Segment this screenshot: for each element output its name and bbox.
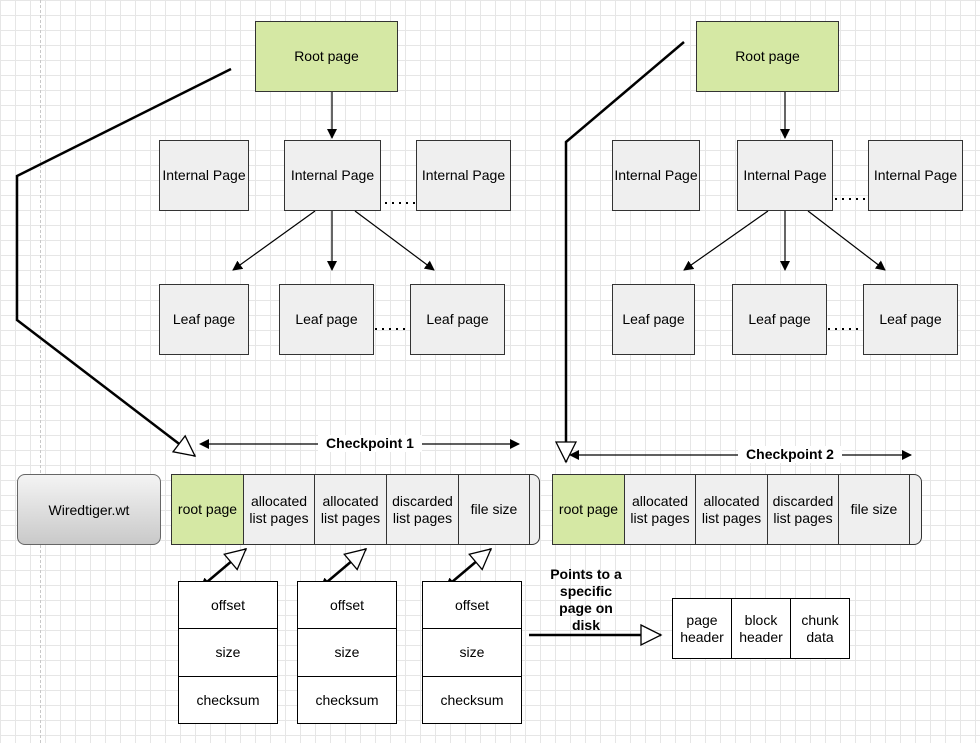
checkpoint1-allocated-field-1: allocated list pages [244,475,315,544]
leaf-page-1b: Leaf page [279,284,374,355]
checkpoint-2-record: root page allocated list pages allocated… [552,474,922,545]
block-header-cell: block header [732,599,791,658]
edge-internal1-leaf-right [354,210,435,271]
checkpoint2-to-root-link [554,41,685,464]
checkpoint2-root-page-field: root page [553,475,625,544]
checksum-cell: checksum [315,691,379,708]
size-cell: size [423,629,521,677]
root-field-link [200,548,248,588]
disk-page-format: page header block header chunk data [672,598,850,659]
offset-cell: offset [298,582,396,630]
address-entry-3: offset size checksum [422,581,522,724]
allocated-field-link [320,548,368,588]
internal-page-2b: Internal Page [737,140,833,211]
offset-cell: offset [179,582,277,630]
page-boundary-line [40,0,41,743]
chunk-data-cell: chunk data [801,611,839,645]
points-to-label: Points to a specific page on disk [550,566,622,633]
internal-page-2c: Internal Page [868,140,963,211]
leaf-page-1a: Leaf page [159,284,249,355]
checkpoint2-record-end [910,475,921,544]
checkpoint1-discarded-field: discarded list pages [387,475,459,544]
wiredtiger-file: Wiredtiger.wt [17,474,161,545]
internal-page-1a: Internal Page [159,140,249,211]
checkpoint2-file-size-field: file size [839,475,910,544]
checkpoint-1-record: root page allocated list pages allocated… [171,474,540,545]
root-page-1: Root page [255,21,398,92]
checkpoint1-root-page-field: root page [172,475,244,544]
offset-cell: offset [423,582,521,630]
size-cell: size [179,629,277,677]
page-header-cell: page header [673,599,732,658]
checkpoint1-to-root-link [15,67,232,457]
leaf-page-2c: Leaf page [863,284,958,355]
checkpoint1-file-size-field: file size [459,475,530,544]
checkpoint1-allocated-field-2: allocated list pages [315,475,387,544]
edge-internal2-leaf-left [683,210,769,271]
edge-internal1-leaf-left [232,210,316,271]
checkpoint-1-label: Checkpoint 1 [318,435,422,452]
address-entry-1: offset size checksum [178,581,278,724]
checkpoint2-discarded-field: discarded list pages [768,475,839,544]
size-cell: size [298,629,396,677]
internal-page-2a: Internal Page [612,140,700,211]
discarded-field-link [445,548,493,588]
leaf-page-2b: Leaf page [732,284,827,355]
leaf-page-2a: Leaf page [612,284,695,355]
internal-page-1c: Internal Page [416,140,511,211]
root-page-2: Root page [696,21,839,92]
leaf-page-1c: Leaf page [410,284,505,355]
edge-internal2-leaf-right [807,210,886,271]
checkpoint2-allocated-field-1: allocated list pages [625,475,696,544]
checksum-cell: checksum [196,691,260,708]
address-entry-2: offset size checksum [297,581,397,724]
internal-page-1b: Internal Page [284,140,381,211]
checkpoint1-record-end [530,475,539,544]
checksum-cell: checksum [440,691,504,708]
checkpoint2-allocated-field-2: allocated list pages [696,475,768,544]
checkpoint-2-label: Checkpoint 2 [738,446,842,463]
